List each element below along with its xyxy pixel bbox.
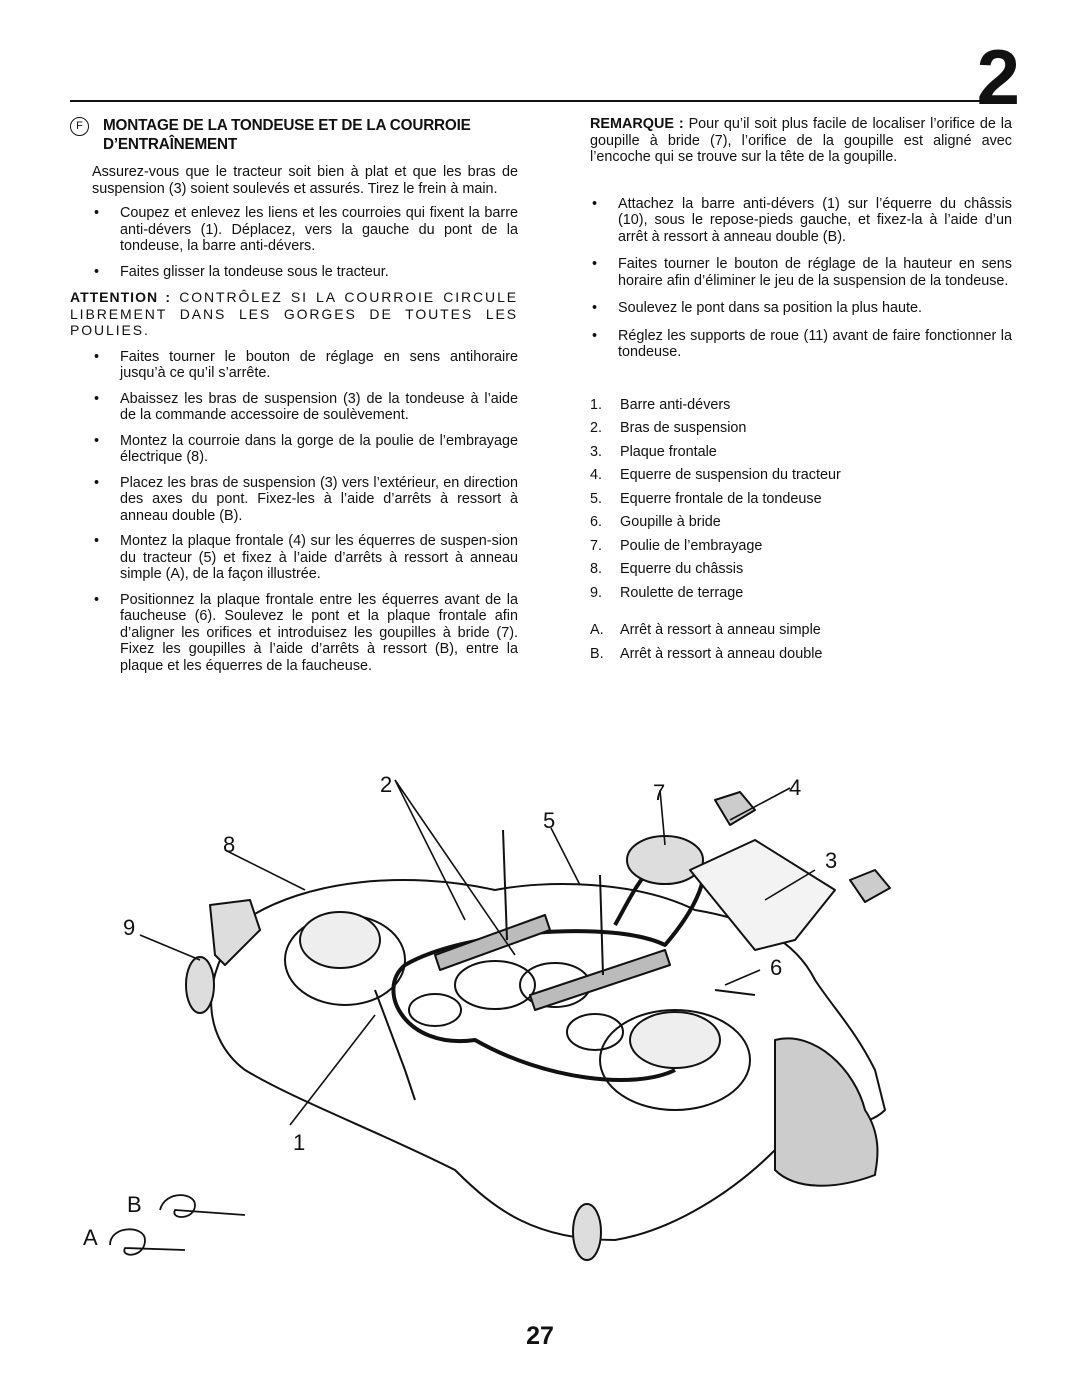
right-bullet-list: •Attachez la barre anti-dévers (1) sur l… (590, 196, 1012, 361)
flange-pin (714, 989, 756, 996)
remark-paragraph: REMARQUE : Pour qu’il soit plus facile d… (590, 116, 1012, 166)
list-item: •Coupez et enlevez les liens et les cour… (94, 205, 518, 254)
legend-item: 8.Equerre du châssis (590, 561, 744, 577)
intro-paragraph: Assurez-vous que le tracteur soit bien à… (92, 164, 518, 197)
legend-item: 7.Poulie de l’embrayage (590, 537, 763, 554)
attention-label: ATTENTION : (70, 289, 172, 305)
post-left (502, 829, 508, 941)
callout-1: 1 (293, 1130, 305, 1155)
hair-pin-clip-b (159, 1194, 246, 1218)
legend-item: 3.Plaque frontale (590, 443, 717, 460)
list-item: •Faites tourner le bouton de réglage de … (592, 256, 1012, 289)
bullet-icon: • (94, 432, 100, 449)
legend-item: 4.Equerre de suspension du tracteur (590, 467, 841, 483)
chapter-number: 2 (976, 33, 1020, 121)
callout-8: 8 (223, 832, 235, 857)
fasteners-legend: A.Arrêt à ressort à anneau simple B.Arrê… (590, 622, 1012, 669)
bullet-icon: • (592, 195, 598, 212)
legend-item: 1.Barre anti-dévers (590, 396, 731, 413)
mower-deck-illustration: 2 7 4 5 8 3 9 6 1 B A (83, 772, 891, 1261)
bullet-icon: • (94, 533, 100, 549)
leader-line (139, 934, 201, 961)
callout-A: A (83, 1225, 98, 1250)
front-plate (689, 839, 836, 951)
anti-scalp-bar (374, 989, 416, 1101)
right-spindle (629, 1011, 721, 1069)
callout-9: 9 (123, 915, 135, 940)
tractor-bracket (714, 791, 756, 826)
leader-line (764, 869, 816, 901)
callout-3: 3 (825, 848, 837, 873)
callout-6: 6 (770, 955, 782, 980)
leader-line (729, 787, 791, 821)
front-bracket-left (209, 899, 261, 966)
bullet-icon: • (94, 348, 100, 365)
bullet-icon: • (94, 474, 100, 491)
section-letter-badge: F (70, 117, 89, 136)
attention-notice: ATTENTION : CONTRÔLEZ SI LA COURROIE CIR… (70, 289, 518, 339)
left-column: F MONTAGE DE LA TONDEUSE ET DE LA COURRO… (70, 116, 518, 683)
list-item: •Montez la plaque frontale (4) sur les é… (94, 533, 518, 582)
list-item: •Positionnez la plaque frontale entre le… (94, 591, 518, 674)
list-item: •Soulevez le pont dans sa position la pl… (592, 300, 923, 316)
legend-item: 9.Roulette de terrage (590, 584, 744, 601)
small-pulley-2 (566, 1013, 624, 1051)
right-blade-dome (599, 1009, 751, 1111)
bullet-icon: • (592, 256, 598, 272)
gauge-wheel-left (185, 956, 215, 1014)
callout-4: 4 (789, 775, 801, 800)
leader-line (394, 779, 516, 956)
small-pulley (408, 993, 462, 1027)
remark-label: REMARQUE : (590, 116, 684, 132)
list-item: •Attachez la barre anti-dévers (1) sur l… (592, 195, 1012, 245)
bullet-icon: • (94, 205, 100, 221)
callout-7: 7 (653, 780, 665, 805)
bullet-icon: • (94, 390, 100, 407)
suspension-arm-right (529, 949, 671, 1011)
parts-legend: 1.Barre anti-dévers 2.Bras de suspension… (590, 397, 1012, 609)
leader-line (659, 789, 666, 846)
gauge-wheel-bottom (572, 1203, 602, 1261)
header-rule (70, 100, 1012, 102)
attention-text: CONTRÔLEZ SI LA COURROIE CIRCULE LIBREME… (70, 289, 518, 338)
list-item: •Faites glisser la tondeuse sous le trac… (94, 263, 389, 280)
tractor-bracket-2 (849, 869, 891, 903)
bullet-list-2: •Faites tourner le bouton de réglage en … (70, 349, 518, 675)
legend-item: 2.Bras de suspension (590, 420, 747, 436)
bullet-icon: • (592, 300, 598, 316)
suspension-arm-left (434, 914, 551, 971)
bullet-icon: • (94, 591, 100, 608)
legend-item: 6.Goupille à bride (590, 514, 721, 530)
section-heading: F MONTAGE DE LA TONDEUSE ET DE LA COURRO… (70, 116, 518, 154)
legend-item: B.Arrêt à ressort à anneau double (590, 645, 823, 662)
legend-item: 5.Equerre frontale de la tondeuse (590, 490, 822, 507)
leader-line (550, 827, 581, 886)
clutch-pulley (626, 835, 704, 885)
right-column: REMARQUE : Pour qu’il soit plus facile d… (590, 116, 1012, 669)
list-item: •Faites tourner le bouton de réglage en … (94, 348, 518, 382)
post-right (599, 874, 604, 976)
bullet-icon: • (94, 263, 100, 280)
leader-line (724, 969, 761, 986)
leader-line (224, 849, 306, 891)
bullet-icon: • (592, 327, 598, 344)
list-item: •Montez la courroie dans la gorge de la … (94, 432, 518, 466)
hair-pin-clip-a (109, 1228, 186, 1256)
left-spindle (299, 911, 381, 969)
section-title: MONTAGE DE LA TONDEUSE ET DE LA COURROIE… (103, 117, 471, 153)
page-number: 27 (526, 1322, 554, 1350)
remark-text: Pour qu’il soit plus facile de localiser… (590, 116, 1012, 165)
list-item: •Placez les bras de suspension (3) vers … (94, 474, 518, 524)
list-item: •Abaissez les bras de suspension (3) de … (94, 390, 518, 424)
list-item: •Réglez les supports de roue (11) avant … (592, 327, 1012, 361)
bullet-list-1: •Coupez et enlevez les liens et les cour… (70, 205, 518, 280)
callout-B: B (127, 1192, 142, 1217)
callout-2: 2 (380, 772, 392, 797)
callout-5: 5 (543, 808, 555, 833)
legend-item: A.Arrêt à ressort à anneau simple (590, 622, 821, 638)
leader-line (289, 1014, 376, 1126)
discharge-chute (774, 1037, 879, 1187)
center-pulley (454, 960, 536, 1010)
